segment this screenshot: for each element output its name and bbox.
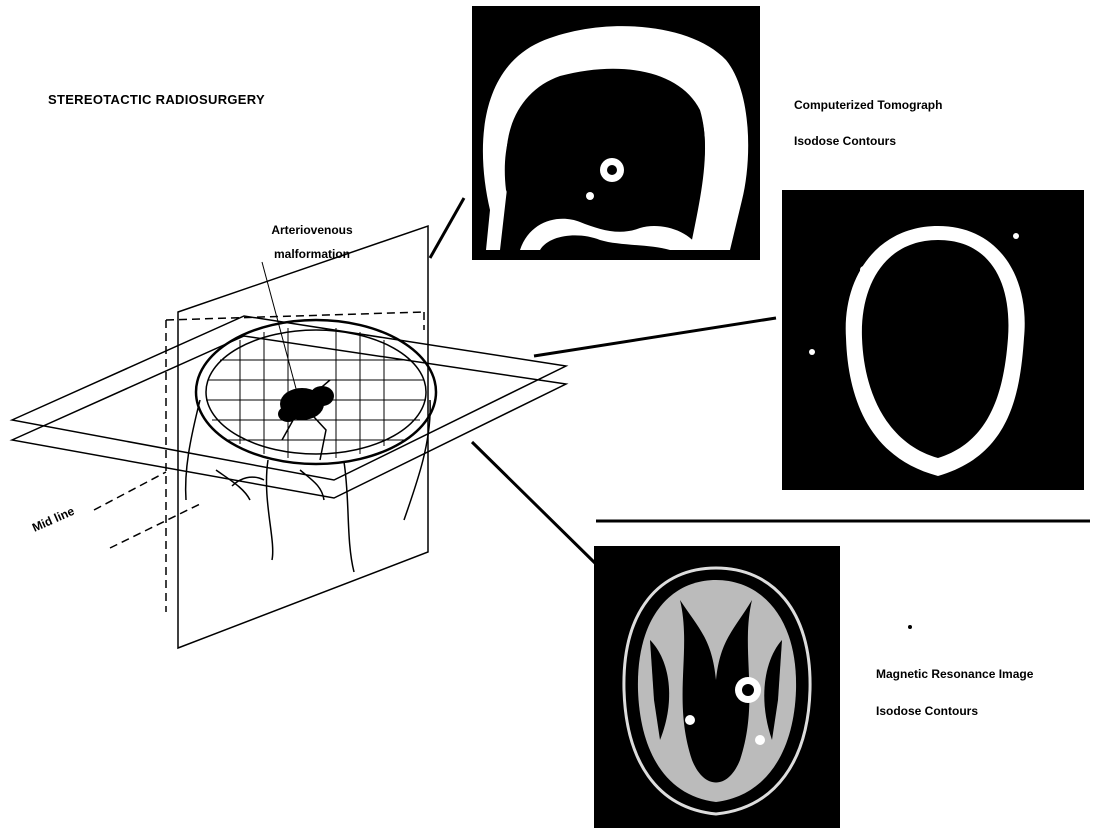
ct-caption-line1: Computerized Tomograph — [794, 98, 942, 112]
avm-label-line2: malformation — [262, 242, 362, 266]
ct-axial-connector — [534, 318, 776, 356]
diagram-title: STEREOTACTIC RADIOSURGERY — [48, 92, 265, 107]
avm-label: Arteriovenous malformation — [262, 218, 362, 266]
head-drawing — [186, 262, 436, 572]
mri-axial-image — [594, 546, 912, 828]
ct-coronal-image — [472, 6, 760, 260]
ct-coronal-connector — [430, 198, 464, 258]
midline-pointer — [94, 472, 166, 510]
ct-caption-line2: Isodose Contours — [794, 134, 896, 148]
avm-label-line1: Arteriovenous — [262, 218, 362, 242]
mri-caption-line1: Magnetic Resonance Image — [876, 667, 1033, 681]
mri-connector — [472, 442, 598, 566]
mri-caption-line2: Isodose Contours — [876, 704, 978, 718]
ct-axial-image — [782, 190, 1084, 490]
